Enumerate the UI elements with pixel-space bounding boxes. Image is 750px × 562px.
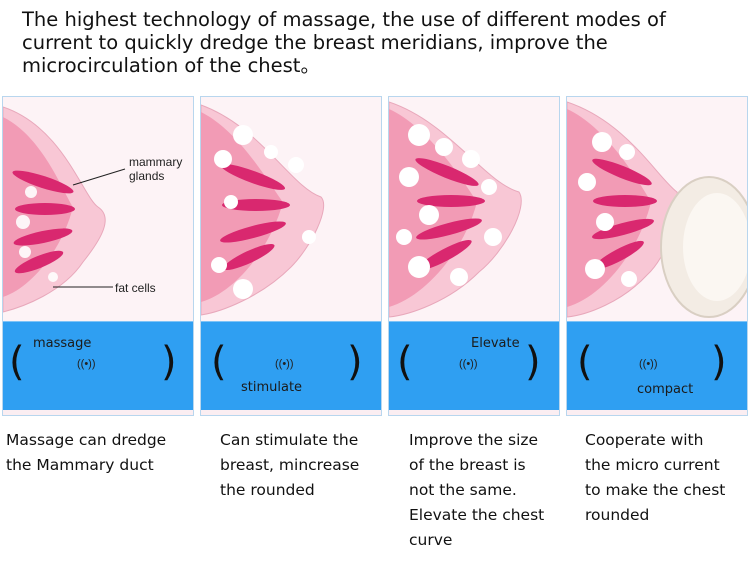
mode-bar: massage ( ) ((•)) xyxy=(3,321,193,410)
headline-line: current to quickly dredge the breast mer… xyxy=(22,31,608,54)
caption-stimulate: Can stimulate the breast, mincrease the … xyxy=(220,428,359,503)
signal-icon: ((•)) xyxy=(275,358,294,370)
caption-elevate: Improve the size of the breast is not th… xyxy=(409,428,544,553)
annotation-line: glands xyxy=(129,169,165,183)
right-bracket-icon: ) xyxy=(347,339,363,385)
caption-line: the rounded xyxy=(220,481,315,499)
caption-massage: Massage can dredge the Mammary duct xyxy=(6,428,166,478)
panel-massage: mammary glands fat cells massage ( ) ((•… xyxy=(2,96,194,416)
mode-bar: ( ) ((•)) stimulate xyxy=(201,321,381,410)
caption-line: to make the chest xyxy=(585,481,726,499)
caption-line: Massage can dredge xyxy=(6,431,167,449)
left-bracket-icon: ( xyxy=(397,339,413,385)
headline: The highest technology of massage, the u… xyxy=(22,8,737,77)
right-bracket-icon: ) xyxy=(711,339,727,385)
caption-line: Cooperate with xyxy=(585,431,704,449)
signal-icon: ((•)) xyxy=(459,358,478,370)
caption-line: the Mammary duct xyxy=(6,456,154,474)
breast-illustration xyxy=(567,97,747,321)
mode-label: stimulate xyxy=(241,380,303,395)
mode-label: massage xyxy=(33,336,92,351)
caption-compact: Cooperate with the micro current to make… xyxy=(585,428,725,528)
breast-illustration xyxy=(201,97,381,321)
left-bracket-icon: ( xyxy=(9,339,25,385)
caption-line: curve xyxy=(409,531,453,549)
caption-line: Can stimulate the xyxy=(220,431,359,449)
panel-elevate: Elevate ( ) ((•)) xyxy=(388,96,560,416)
left-bracket-icon: ( xyxy=(577,339,593,385)
headline-line: microcirculation of the chest。 xyxy=(22,54,320,77)
breast-illustration xyxy=(3,97,193,321)
signal-icon: ((•)) xyxy=(77,358,96,370)
mode-label: compact xyxy=(637,382,694,397)
caption-line: of the breast is xyxy=(409,456,526,474)
left-bracket-icon: ( xyxy=(211,339,227,385)
mode-label: Elevate xyxy=(471,336,520,351)
right-bracket-icon: ) xyxy=(161,339,177,385)
headline-line: The highest technology of massage, the u… xyxy=(22,8,666,31)
panel-compact: ( ) ((•)) compact xyxy=(566,96,748,416)
caption-line: not the same. xyxy=(409,481,517,499)
caption-line: Improve the size xyxy=(409,431,539,449)
signal-icon: ((•)) xyxy=(639,358,658,370)
annotation-mammary-glands: mammary glands xyxy=(129,155,182,183)
annotation-line: mammary xyxy=(129,155,183,169)
right-bracket-icon: ) xyxy=(525,339,541,385)
caption-line: the micro current xyxy=(585,456,720,474)
caption-line: Elevate the chest xyxy=(409,506,545,524)
panel-stimulate: ( ) ((•)) stimulate xyxy=(200,96,382,416)
mode-bar: ( ) ((•)) compact xyxy=(567,321,747,410)
breast-illustration xyxy=(389,97,559,321)
caption-line: rounded xyxy=(585,506,650,524)
annotation-fat-cells: fat cells xyxy=(115,281,156,295)
caption-line: breast, mincrease xyxy=(220,456,360,474)
mode-bar: Elevate ( ) ((•)) xyxy=(389,321,559,410)
